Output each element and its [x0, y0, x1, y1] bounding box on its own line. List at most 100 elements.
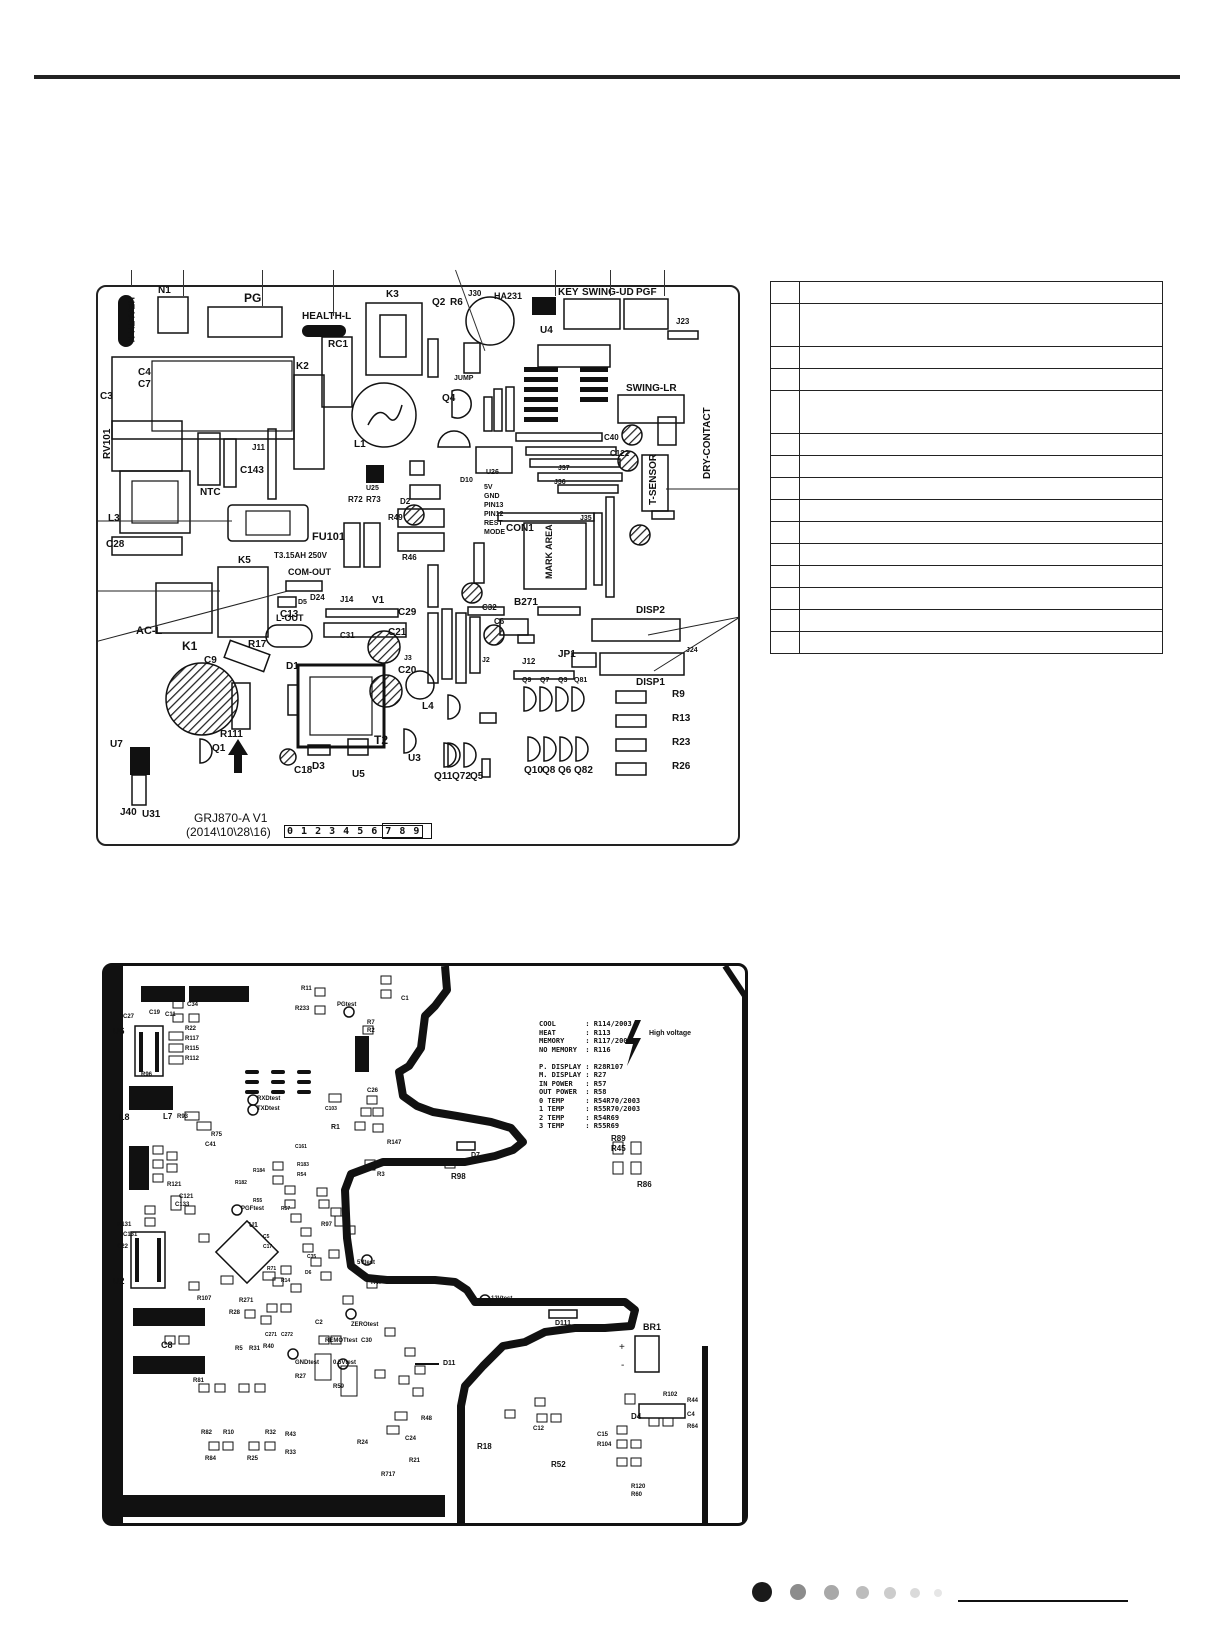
b-label-c272: C272 [281, 1332, 293, 1338]
b-label-r75: R75 [211, 1132, 223, 1138]
b-label-r47: R47 [371, 1280, 383, 1286]
b-label-zerotest: ZEROtest [351, 1322, 379, 1328]
b-label-r27: R27 [295, 1374, 307, 1380]
label-d3: D3 [312, 761, 325, 772]
parts-table-num [770, 455, 800, 478]
label-r111: R111 [220, 729, 243, 740]
config-list-row: 3 TEMP : R55R69 [539, 1122, 620, 1130]
l1-inductor [351, 382, 417, 448]
b-label-r11: R11 [301, 986, 312, 992]
label-r13: R13 [672, 713, 691, 724]
callout-line-4 [333, 270, 334, 316]
b-label-remottest: REMOTtest [325, 1338, 358, 1344]
b-label-c121: C121 [179, 1194, 194, 1200]
b-label-r233: R233 [295, 1006, 310, 1012]
b-label-c1: C1 [401, 996, 409, 1002]
b-label-txdtest: TXDtest [257, 1106, 280, 1112]
label-j24: J24 [686, 647, 698, 654]
b-label-pgftest: PGFtest [241, 1206, 265, 1212]
label-u31: U31 [142, 809, 161, 820]
switch-box [382, 823, 432, 839]
b-label-l7: L7 [163, 1112, 173, 1121]
label-rc1: RC1 [328, 339, 349, 350]
b-label-r52: R52 [551, 1460, 566, 1469]
b-label-r147: R147 [387, 1140, 402, 1146]
t2-transformer [296, 663, 386, 749]
parts-table-num [770, 587, 800, 610]
config-list-row: HEAT : R113 [539, 1028, 611, 1037]
b-label-r55: R55 [253, 1198, 263, 1204]
parts-table-row [770, 587, 1163, 610]
b-label-u6: U6 [113, 1026, 125, 1036]
label-c13: C13 [280, 609, 299, 620]
b-label-r45: R45 [611, 1144, 626, 1153]
label-con1: CON1 [506, 523, 534, 534]
b-label-r24: R24 [357, 1440, 369, 1446]
br1-bridge [634, 1335, 660, 1373]
parts-table-row [770, 543, 1163, 566]
label-j3: J3 [404, 655, 412, 662]
parts-table-desc [799, 303, 1163, 347]
label-j37: J37 [558, 465, 570, 472]
b-label-r84: R84 [205, 1456, 217, 1462]
b-label-r182: R182 [235, 1180, 247, 1186]
b-label-r107: R107 [197, 1296, 212, 1302]
parts-table-row [770, 521, 1163, 544]
swing-ud-connector [563, 298, 621, 330]
b-label-c12: C12 [533, 1426, 545, 1432]
label-c20: C20 [398, 665, 417, 676]
label-fuse-rating: T3.15AH 250V [274, 551, 327, 560]
b-label-br1: BR1 [643, 1322, 662, 1332]
parts-table-desc [799, 631, 1163, 654]
pcb-top-drawing [98, 287, 738, 806]
label-swing-ud: SWING-UD [582, 287, 634, 298]
parts-table-desc [799, 609, 1163, 632]
label-l1: L1 [354, 439, 366, 450]
parts-table-row [770, 499, 1163, 522]
label-r17: R17 [248, 639, 267, 650]
callout-line-3 [262, 270, 263, 306]
b-label-r18: R18 [477, 1442, 492, 1451]
label-ha231: HA231 [494, 291, 523, 301]
label-r49: R49 [388, 513, 403, 522]
b-label-c271: C271 [265, 1332, 277, 1338]
label-l-out: L-OUT [276, 613, 304, 623]
parts-table-row [770, 565, 1163, 588]
b-label-c17: C17 [263, 1244, 273, 1250]
label-r9: R9 [672, 689, 685, 700]
b-label-r5: R5 [235, 1346, 243, 1352]
parts-table-row [770, 455, 1163, 478]
label-dry-contact: DRY-CONTACT [702, 407, 713, 479]
label-health-n: HEALTH-N [126, 297, 136, 343]
buzzer [465, 296, 515, 346]
b-label-c15: C15 [597, 1432, 609, 1438]
label-k5: K5 [238, 555, 251, 566]
b-label-l8: L8 [119, 1112, 130, 1122]
parts-table-row [770, 631, 1163, 654]
ntc-thermistor [197, 432, 221, 486]
b-label-r89: R89 [611, 1134, 626, 1143]
b-label-r184: R184 [253, 1168, 265, 1174]
b-label-r31: R31 [249, 1346, 261, 1352]
key-connector [532, 297, 556, 315]
health-l-connector [302, 325, 346, 337]
label-q1: Q1 [212, 743, 226, 754]
board-date: (2014\10\28\16) [186, 825, 271, 839]
label-q8: Q8 [542, 765, 556, 776]
b-label-u1: U1 [249, 1222, 258, 1229]
b-label-c34: C34 [187, 1002, 199, 1008]
b-label-r60: R60 [631, 1492, 643, 1498]
label-c28: C28 [106, 539, 125, 550]
b-label-c8: C8 [161, 1340, 173, 1350]
label-j12: J12 [522, 657, 536, 666]
label-q6: Q6 [558, 765, 572, 776]
label-d1: D1 [286, 661, 299, 672]
b-label-r117: R117 [185, 1036, 200, 1042]
b-label-r59: R59 [333, 1384, 345, 1390]
callout-line-6 [555, 270, 556, 296]
parts-table-num [770, 346, 800, 369]
label-c7: C7 [138, 379, 151, 390]
pcb-bottom-layout: U6 C27 C19 C11 C34 R22 R117 R115 R112 R9… [102, 963, 748, 1526]
parts-table-desc [799, 390, 1163, 434]
